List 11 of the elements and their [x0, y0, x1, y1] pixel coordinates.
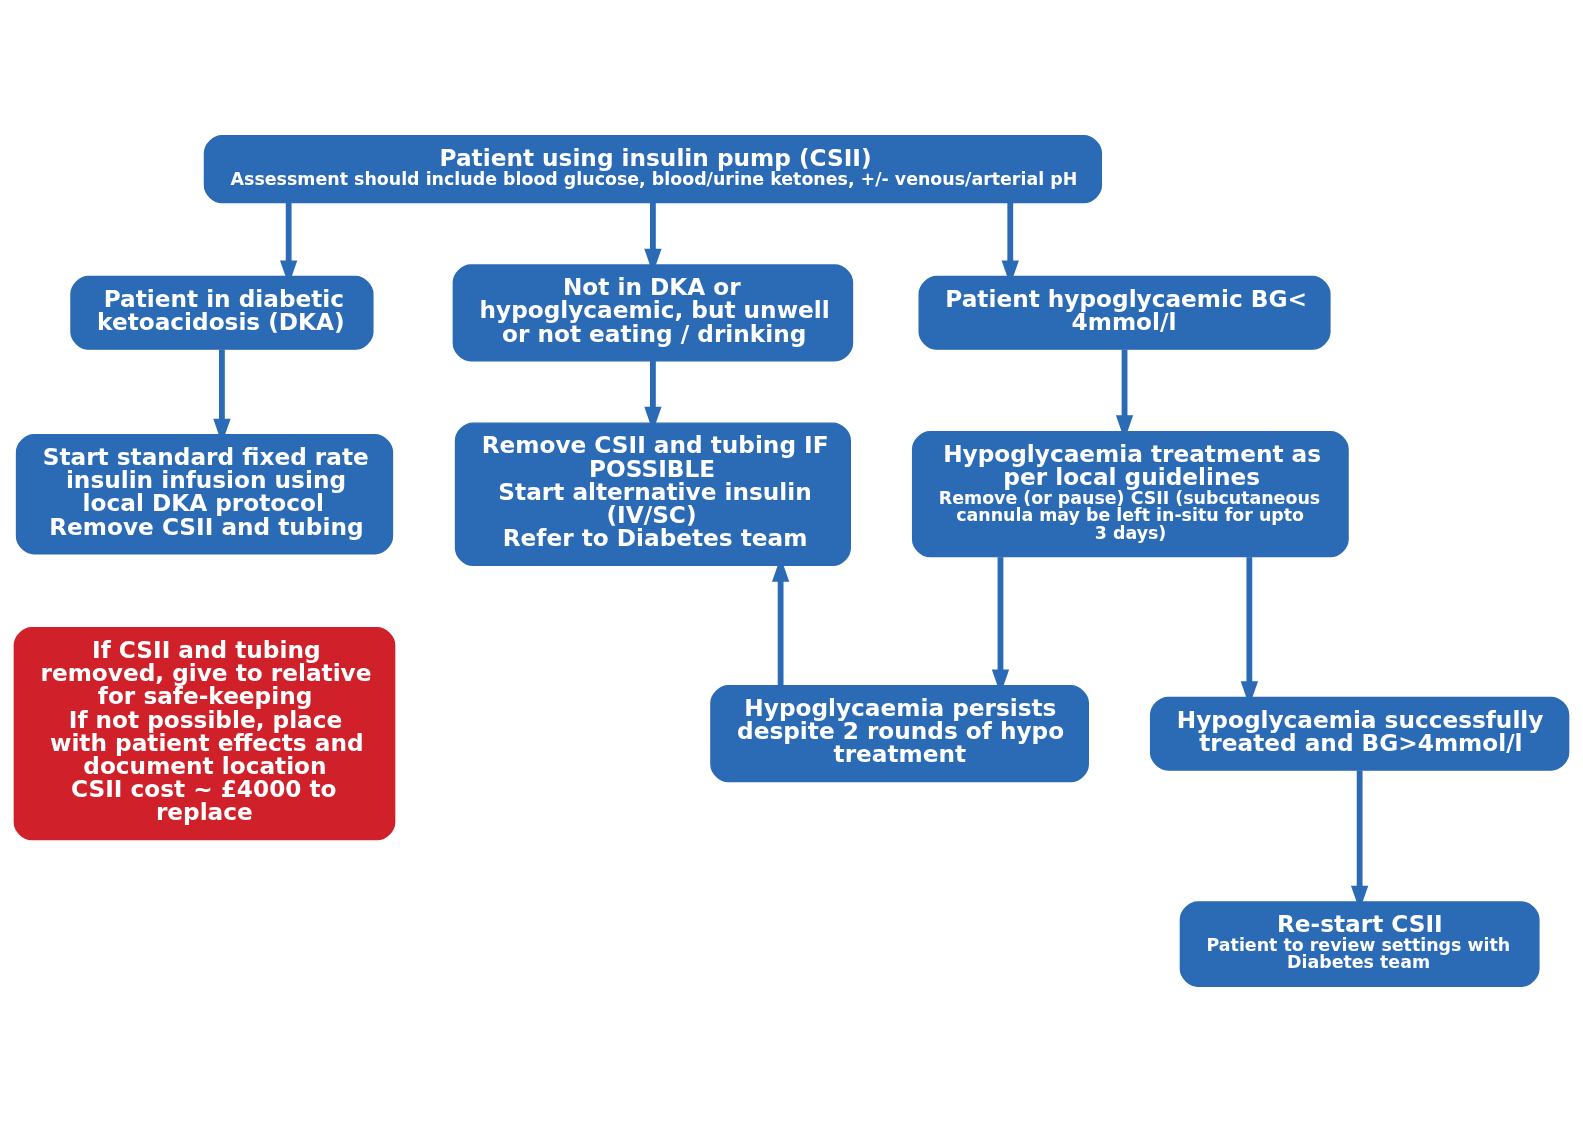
node-box: Hypoglycaemia successfully treated and BG>4mmol/l [1149, 696, 1570, 771]
node-box: Start standard fixed rate insulin infusion using local DKA protocol Remove CSII and tubing [15, 434, 394, 555]
node-box: Hypoglycaemia persists despite 2 rounds of hypo treatment [710, 685, 1089, 783]
node-box: Remove CSII and tubing IF POSSIBLE Start alternative insulin (IV/SC) Refer to Diabetes team [454, 422, 851, 567]
node-box: Patient in diabetic ketoacidosis (DKA) [70, 275, 374, 350]
node-box: If CSII and tubing removed, give to relative for safe-keeping If not possible, place with patient effects and document location CSII cost ~ £4000 to replace [13, 627, 396, 841]
node-box: Patient using insulin pump (CSII) Assessment should include blood glucose, blood/urine ketones, +/- venous/arterial pH [203, 135, 1103, 204]
node-box: Re-start CSII Patient to review settings with Diabetes team [1179, 901, 1540, 987]
node-box: Not in DKA or hypoglycaemic, but unwell or not eating / drinking [452, 264, 854, 362]
node-box: Hypoglycaemia treatment as per local guidelines Remove (or pause) CSII (subcutaneous cannula may be left in-situ for upto 3 days) [911, 431, 1349, 558]
node-box: Patient hypoglycaemic BG< 4mmol/l [918, 275, 1331, 350]
